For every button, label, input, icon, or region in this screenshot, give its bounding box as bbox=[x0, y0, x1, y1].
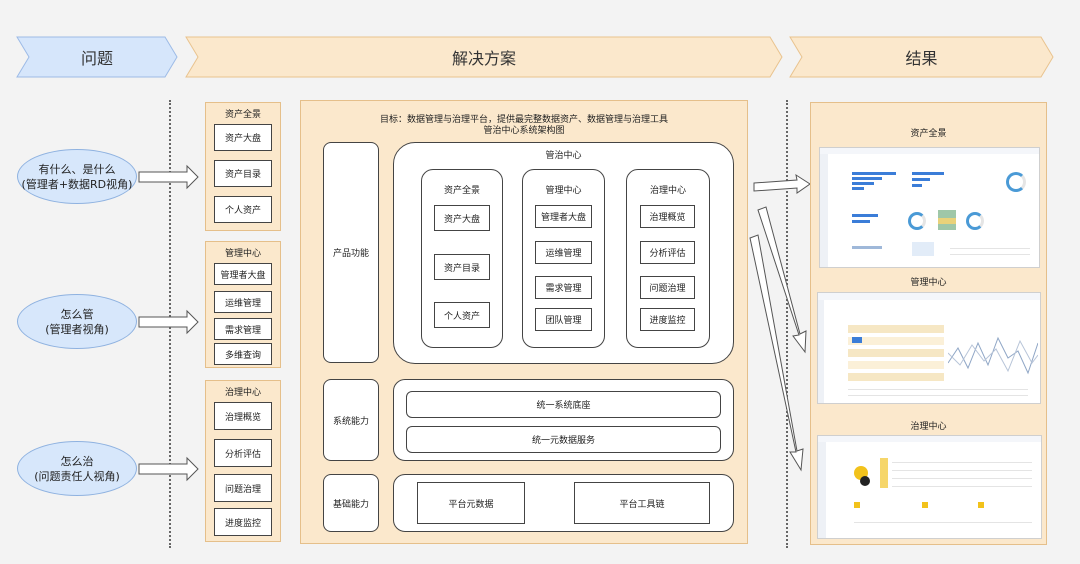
problem-header: 问题 bbox=[80, 49, 113, 68]
base-capability-box: 平台元数据 平台工具链 bbox=[393, 474, 734, 532]
column-item: 管理者大盘 bbox=[535, 205, 592, 228]
solution-header: 解决方案 bbox=[451, 49, 516, 68]
column-item: 分析评估 bbox=[640, 241, 695, 264]
column-item: 资产大盘 bbox=[434, 205, 490, 231]
problem-line2: (管理者视角) bbox=[45, 322, 109, 336]
group-item: 个人资产 bbox=[214, 196, 272, 223]
arrow-right-icon bbox=[138, 456, 199, 482]
system-item: 统一系统底座 bbox=[406, 391, 721, 418]
column-item: 需求管理 bbox=[535, 276, 592, 299]
column-item: 资产目录 bbox=[434, 254, 490, 280]
group-title: 资产全景 bbox=[224, 110, 261, 120]
result-title: 资产全景 bbox=[910, 129, 947, 139]
header-arrows bbox=[16, 36, 1054, 78]
column-item: 问题治理 bbox=[640, 276, 695, 299]
row-label-product: 产品功能 bbox=[323, 142, 379, 363]
group-item: 管理者大盘 bbox=[214, 263, 272, 285]
problem-line2: (管理者+数据RD视角) bbox=[21, 177, 133, 191]
group-manage-panel: 管理中心 管理者大盘 运维管理 需求管理 多维查询 bbox=[205, 241, 281, 368]
arrow-down-icon bbox=[757, 206, 807, 354]
group-title: 治理中心 bbox=[224, 388, 261, 398]
row-label-base: 基础能力 bbox=[323, 474, 379, 532]
result-title: 治理中心 bbox=[910, 422, 947, 432]
column-title: 资产全景 bbox=[443, 186, 480, 196]
problem-line1: 怎么治 bbox=[60, 454, 94, 468]
group-item: 资产大盘 bbox=[214, 124, 272, 151]
architecture-caption: 目标：数据管理与治理平台，提供最完整数据资产、数据管理与治理工具 管治中心系统架… bbox=[301, 115, 747, 137]
result-title: 管理中心 bbox=[910, 278, 947, 288]
trend-line-icon bbox=[948, 336, 1038, 375]
group-asset-panel: 资产全景 资产大盘 资产目录 个人资产 bbox=[205, 102, 281, 231]
column-govern: 治理中心 治理概览 分析评估 问题治理 进度监控 bbox=[626, 169, 710, 348]
asset-dashboard-screenshot bbox=[819, 147, 1040, 268]
management-dashboard-screenshot bbox=[817, 292, 1041, 404]
problem-line1: 有什么、是什么 bbox=[38, 162, 116, 176]
group-item: 需求管理 bbox=[214, 318, 272, 340]
column-item: 治理概览 bbox=[640, 205, 695, 228]
governance-dashboard-screenshot bbox=[817, 435, 1042, 539]
group-item: 治理概览 bbox=[214, 402, 272, 430]
group-title: 管理中心 bbox=[224, 249, 261, 259]
problem-line1: 怎么管 bbox=[60, 307, 94, 321]
architecture-panel: 目标：数据管理与治理平台，提供最完整数据资产、数据管理与治理工具 管治中心系统架… bbox=[300, 100, 748, 544]
group-item: 资产目录 bbox=[214, 160, 272, 187]
group-item: 运维管理 bbox=[214, 291, 272, 313]
column-asset: 资产全景 资产大盘 资产目录 个人资产 bbox=[421, 169, 503, 348]
column-item: 个人资产 bbox=[434, 302, 490, 328]
base-item: 平台元数据 bbox=[417, 482, 525, 524]
results-panel: 资产全景 管理中心 bbox=[810, 102, 1047, 545]
problem-what: 有什么、是什么 (管理者+数据RD视角) bbox=[17, 149, 137, 204]
row-label-system: 系统能力 bbox=[323, 379, 379, 461]
governance-center-title: 管治中心 bbox=[545, 151, 582, 161]
group-item: 进度监控 bbox=[214, 508, 272, 536]
problem-govern: 怎么治 (问题责任人视角) bbox=[17, 441, 137, 496]
group-item: 分析评估 bbox=[214, 439, 272, 467]
arrow-down-icon bbox=[749, 234, 804, 472]
arrow-right-icon bbox=[753, 173, 811, 194]
governance-center-box: 管治中心 资产全景 资产大盘 资产目录 个人资产 管理中心 管理者大盘 运维管理… bbox=[393, 142, 734, 364]
problem-line2: (问题责任人视角) bbox=[34, 469, 120, 483]
result-header: 结果 bbox=[905, 49, 938, 68]
arrow-right-icon bbox=[138, 164, 199, 190]
problem-manage: 怎么管 (管理者视角) bbox=[17, 294, 137, 349]
group-govern-panel: 治理中心 治理概览 分析评估 问题治理 进度监控 bbox=[205, 380, 281, 542]
base-item: 平台工具链 bbox=[574, 482, 710, 524]
column-title: 管理中心 bbox=[545, 186, 582, 196]
arrow-right-icon bbox=[138, 309, 199, 335]
architecture-subtitle: 管治中心系统架构图 bbox=[483, 126, 565, 136]
architecture-goal: 目标：数据管理与治理平台，提供最完整数据资产、数据管理与治理工具 bbox=[379, 115, 668, 125]
system-capability-box: 统一系统底座 统一元数据服务 bbox=[393, 379, 734, 461]
group-item: 多维查询 bbox=[214, 343, 272, 365]
divider-right bbox=[786, 100, 788, 548]
group-item: 问题治理 bbox=[214, 474, 272, 502]
column-manage: 管理中心 管理者大盘 运维管理 需求管理 团队管理 bbox=[522, 169, 605, 348]
column-item: 团队管理 bbox=[535, 308, 592, 331]
column-item: 运维管理 bbox=[535, 241, 592, 264]
system-item: 统一元数据服务 bbox=[406, 426, 721, 453]
column-item: 进度监控 bbox=[640, 308, 695, 331]
column-title: 治理中心 bbox=[649, 186, 686, 196]
